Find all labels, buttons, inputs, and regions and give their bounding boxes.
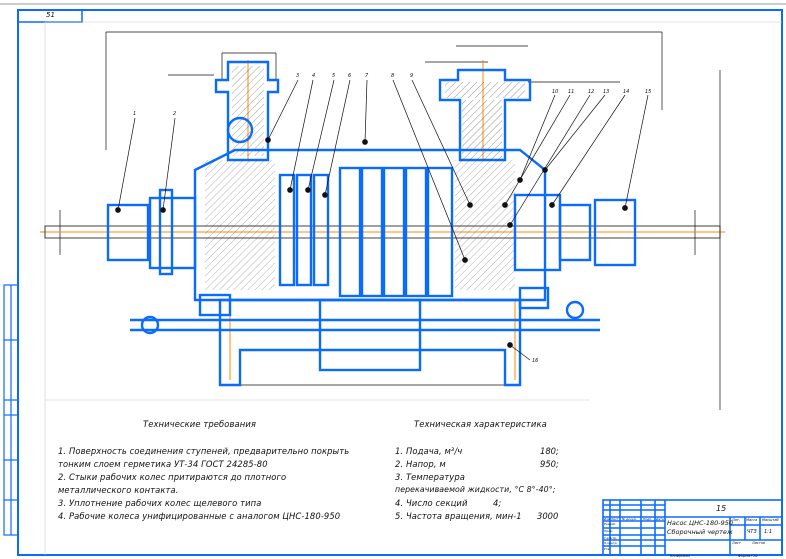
callout-7: 7 — [365, 73, 369, 79]
role: Пров. — [604, 529, 613, 533]
characteristic-value: 3000 — [537, 511, 559, 521]
characteristic-label: 2. Напор, м — [395, 459, 446, 469]
characteristic-label: 5. Частота вращения, мин-1 — [395, 511, 522, 521]
callout-6: 6 — [348, 73, 351, 79]
designation: Насос ЦНС-180-950 — [667, 519, 734, 527]
callout-leaders — [115, 79, 649, 361]
sheet-label: Лист — [732, 541, 741, 545]
col-scale: Масштаб — [762, 518, 779, 522]
characteristic-label: 4. Число секций — [395, 498, 468, 508]
row-header: Лист — [611, 517, 619, 521]
callout-8: 8 — [391, 73, 394, 79]
sheets-label: Листов — [752, 541, 766, 545]
left-margin-stamp — [3, 284, 19, 536]
requirements-title: Технические требования — [143, 419, 257, 429]
requirement-line: 1. Поверхность соединения ступеней, пред… — [58, 446, 350, 456]
characteristic-label: перекачиваемой жидкости, °С 8°-40°; — [395, 485, 556, 494]
drawing-frame — [0, 3, 786, 556]
sheet-format: Формат А1 — [738, 554, 758, 558]
characteristic-value: 4; — [493, 498, 502, 508]
stamp-number: 51 — [46, 11, 55, 19]
characteristic-label: 1. Подача, м³/ч — [395, 446, 463, 456]
characteristic-value: 950; — [540, 459, 559, 469]
col-mass: Масса — [746, 518, 758, 522]
drawing-name: Сборочный чертеж — [667, 528, 733, 536]
row-header: Дата — [656, 517, 664, 521]
scale-value: 1:1 — [764, 529, 773, 535]
row-header: Подп. — [643, 517, 653, 521]
callout-1: 1 — [133, 111, 136, 117]
callout-4: 4 — [312, 73, 315, 79]
requirement-line: тонким слоем герметика УТ-34 ГОСТ 24285-… — [58, 459, 268, 469]
sheet-code: 15 — [716, 504, 727, 513]
pump-assembly — [44, 60, 721, 387]
title-block — [602, 499, 783, 556]
requirement-line: металлического контакта. — [58, 485, 179, 495]
role: Разраб. — [604, 522, 616, 526]
role: Утв. — [604, 547, 611, 551]
callout-14: 14 — [623, 89, 629, 95]
role: Т.контр. — [604, 536, 618, 540]
requirement-line: 2. Стыки рабочих колес притираются до пл… — [58, 472, 287, 482]
requirement-line: 3. Уплотнение рабочих колес щелевого тип… — [58, 498, 262, 508]
callout-10: 10 — [552, 89, 558, 95]
col-lit: Лит. — [732, 518, 741, 522]
characteristic-label: 3. Температура — [395, 472, 465, 482]
row-header: № докум. — [622, 517, 637, 521]
callout-11: 11 — [568, 89, 574, 95]
row-header: Изм. — [604, 517, 612, 521]
callout-5: 5 — [332, 73, 335, 79]
callout-3: 3 — [296, 73, 299, 79]
callout-16: 16 — [532, 358, 538, 364]
role: Н.контр. — [604, 541, 618, 545]
mass-value: ЧТЗ — [747, 529, 757, 535]
characteristic-value: 180; — [540, 446, 559, 456]
callout-9: 9 — [410, 73, 413, 79]
characteristics-title: Техническая характеристика — [414, 419, 547, 429]
copied-by: Копировал — [670, 554, 690, 558]
callout-12: 12 — [588, 89, 594, 95]
callout-2: 2 — [173, 111, 176, 117]
callout-15: 15 — [645, 89, 651, 95]
callout-labels: 1 2 3 4 5 6 7 8 9 10 11 12 13 14 15 16 — [133, 73, 651, 364]
callout-13: 13 — [603, 89, 609, 95]
requirement-line: 4. Рабочие колеса унифицированные с анал… — [58, 511, 341, 521]
